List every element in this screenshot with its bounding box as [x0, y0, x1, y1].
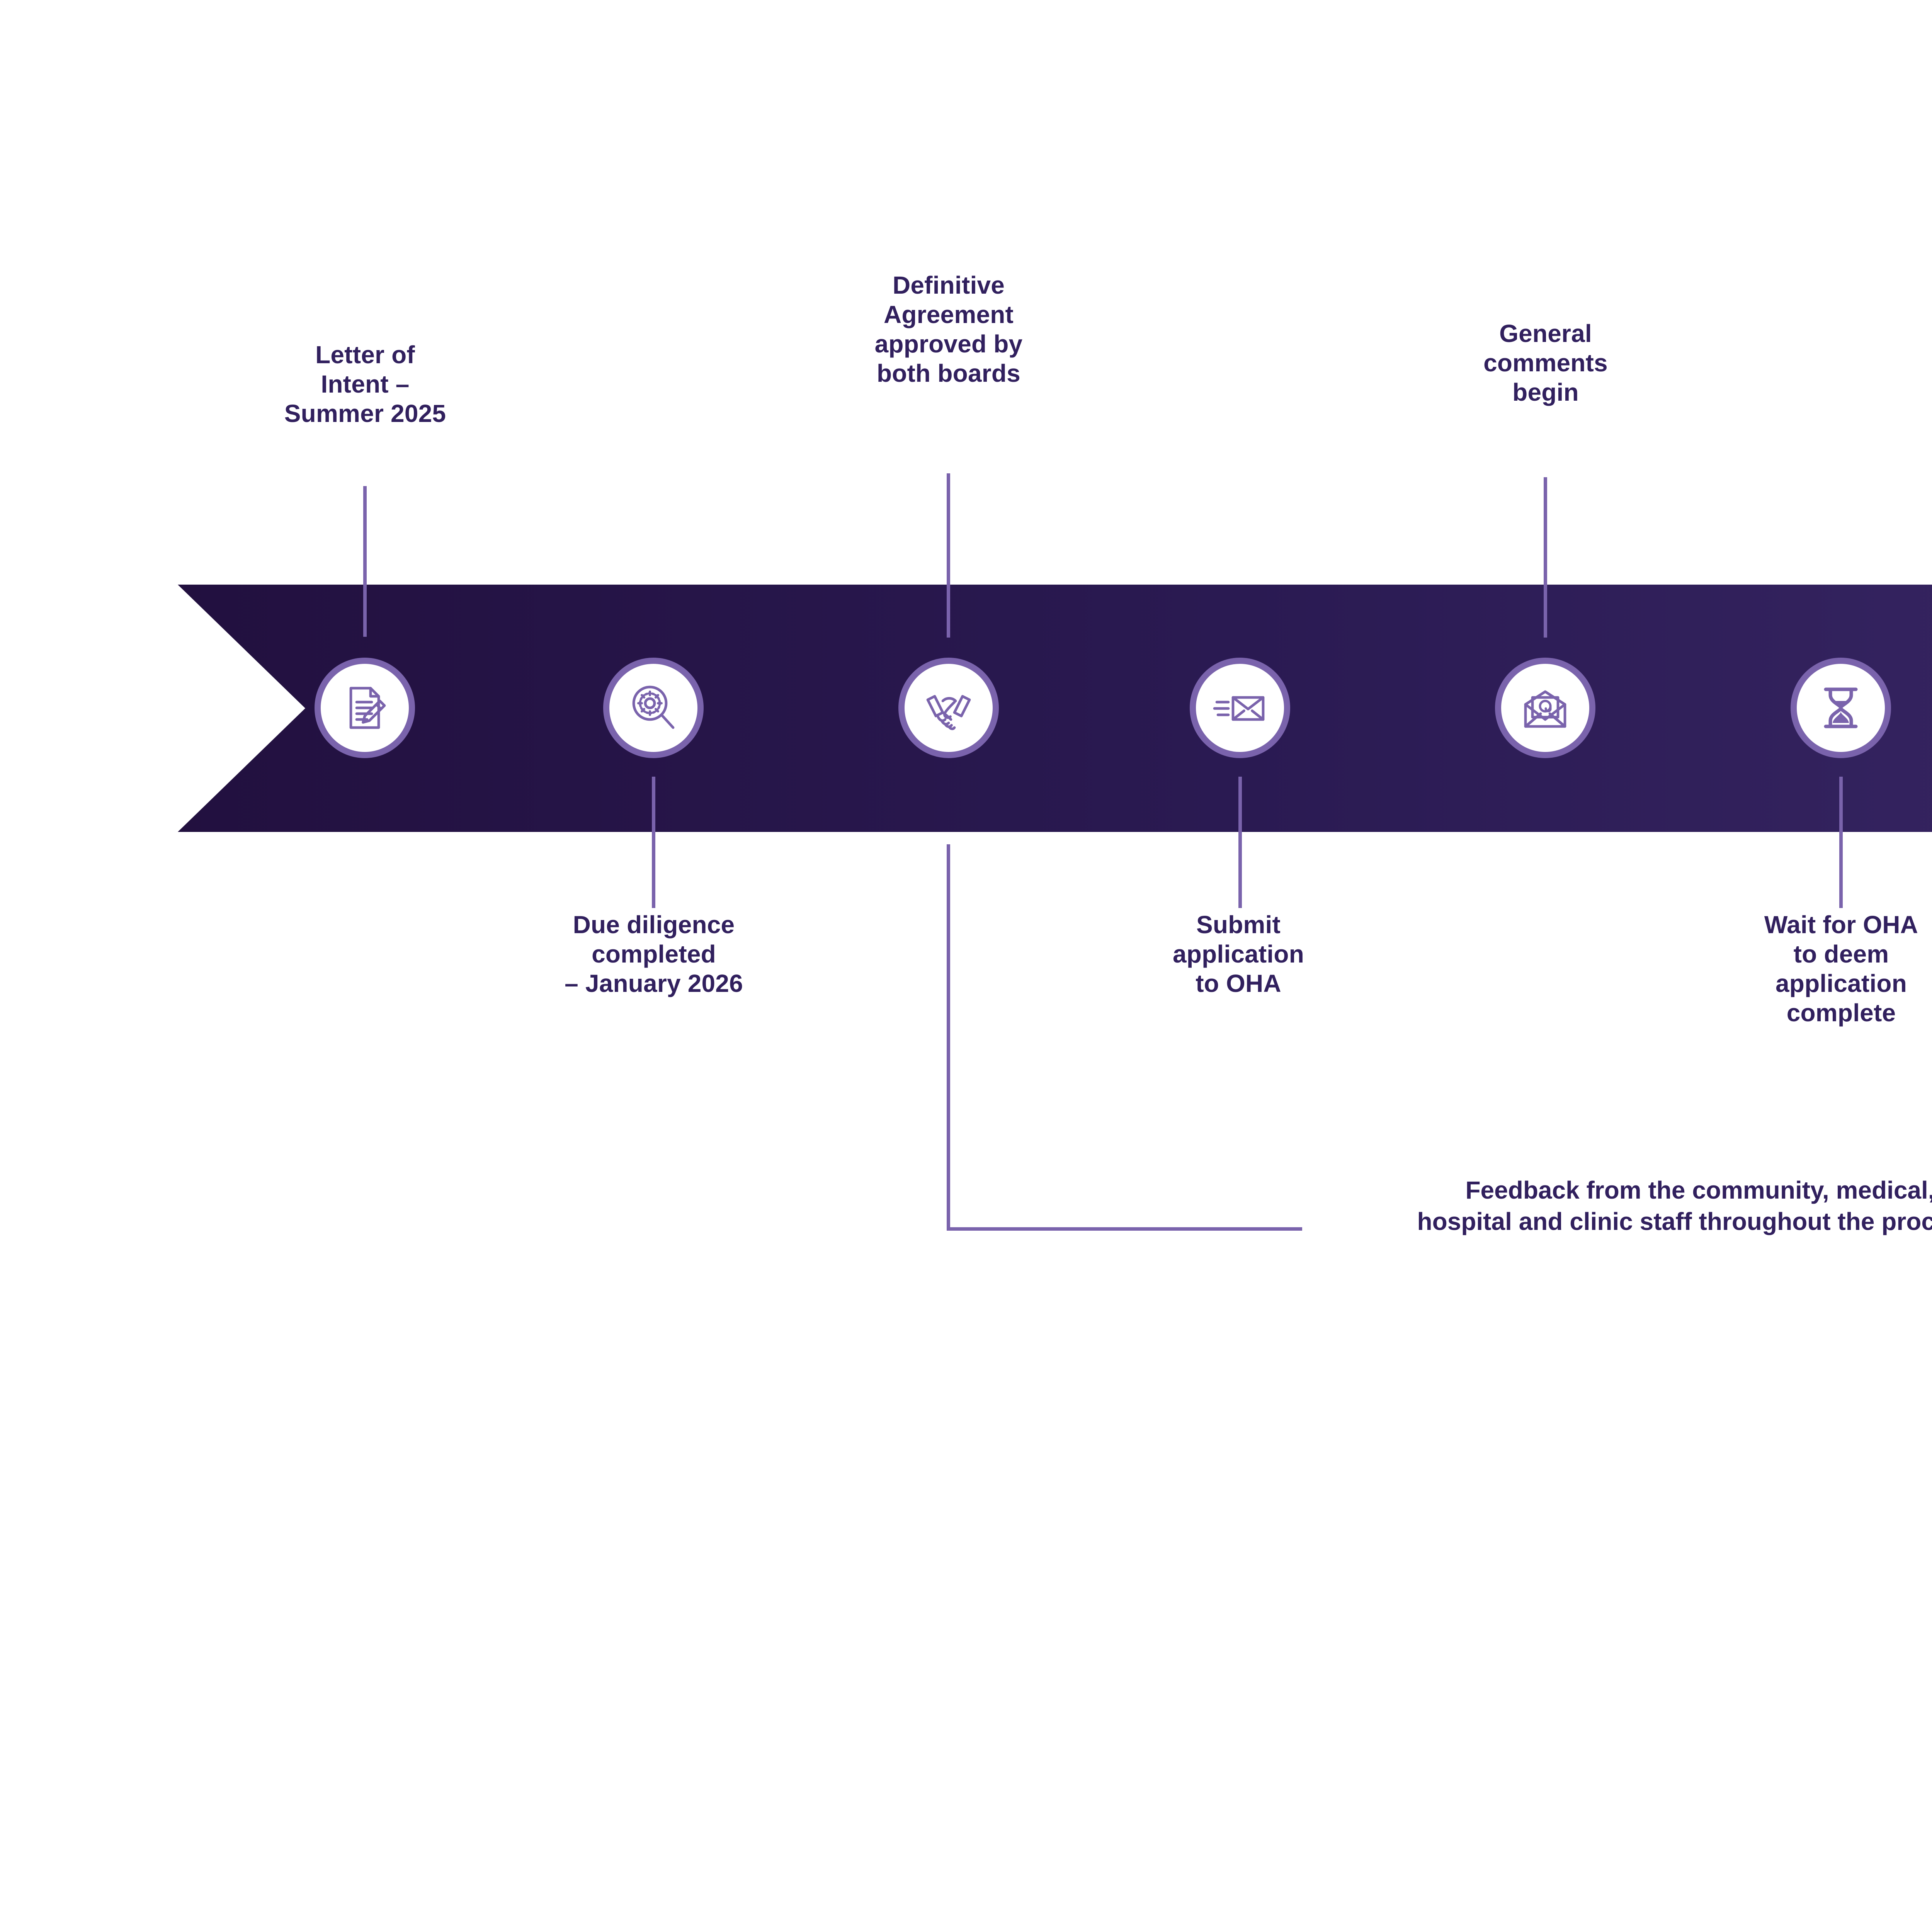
label-general-comments: General comments begin [1412, 319, 1679, 407]
label-line: Definitive [893, 271, 1005, 299]
label-line: – January 2026 [565, 969, 743, 997]
timeline-infographic: We are here Letter of Intent – Summer 20… [0, 0, 1932, 1739]
label-line: Summer 2025 [284, 400, 446, 427]
label-due-diligence: Due diligence completed – January 2026 [495, 910, 812, 998]
label-line: completed [592, 940, 716, 968]
label-line: both boards [877, 359, 1020, 387]
label-definitive-agreement: Definitive Agreement approved by both bo… [806, 270, 1092, 388]
feedback-bracket-left-leg [947, 844, 950, 1231]
label-line: Submit [1196, 911, 1281, 939]
label-line: complete [1787, 999, 1896, 1027]
label-line: application [1776, 969, 1907, 997]
node-wait-for-oha[interactable] [1791, 658, 1891, 758]
magnifier-gear-icon [624, 679, 682, 737]
node-submit-application[interactable] [1190, 658, 1290, 758]
node-letter-of-intent[interactable] [315, 658, 415, 758]
node-general-comments[interactable] [1495, 658, 1595, 758]
label-submit-application: Submit application to OHA [1103, 910, 1374, 998]
label-line: Wait for OHA [1764, 911, 1918, 939]
label-line: comments [1483, 349, 1608, 377]
hourglass-icon [1812, 679, 1870, 737]
label-line: to deem [1794, 940, 1889, 968]
feedback-line-2: hospital and clinic staff throughout the… [1417, 1208, 1932, 1235]
stem-definitive-agreement [947, 473, 950, 638]
handshake-icon [920, 679, 978, 737]
stem-general-comments [1544, 477, 1547, 638]
label-letter-of-intent: Letter of Intent – Summer 2025 [232, 340, 498, 428]
label-line: Due diligence [573, 911, 735, 939]
email-at-icon [1516, 679, 1574, 737]
envelope-send-icon [1211, 679, 1269, 737]
label-application-published: Application published online, public com… [1917, 319, 1932, 407]
feedback-note: Feedback from the community, medical, ho… [1252, 1175, 1932, 1237]
node-definitive-agreement[interactable] [898, 658, 999, 758]
label-line: Agreement [884, 301, 1014, 328]
label-line: Intent – [321, 370, 409, 398]
document-pencil-icon [336, 679, 394, 737]
stem-submit-application [1238, 777, 1242, 908]
stem-letter-of-intent [363, 486, 367, 637]
label-line: General [1499, 320, 1592, 347]
label-line: to OHA [1196, 969, 1281, 997]
node-due-diligence[interactable] [603, 658, 704, 758]
stem-wait-for-oha [1839, 777, 1843, 908]
footer-logos: Salem Health Hospitals & Clinics [0, 1464, 1932, 1665]
label-line: Letter of [315, 341, 415, 369]
stem-due-diligence [652, 777, 655, 908]
label-line: application [1173, 940, 1304, 968]
label-line: begin [1512, 378, 1579, 406]
label-wait-for-oha: Wait for OHA to deem application complet… [1706, 910, 1932, 1028]
feedback-line-1: Feedback from the community, medical, [1465, 1176, 1932, 1204]
feedback-bracket-left-arm [947, 1227, 1302, 1231]
label-line: approved by [875, 330, 1023, 358]
